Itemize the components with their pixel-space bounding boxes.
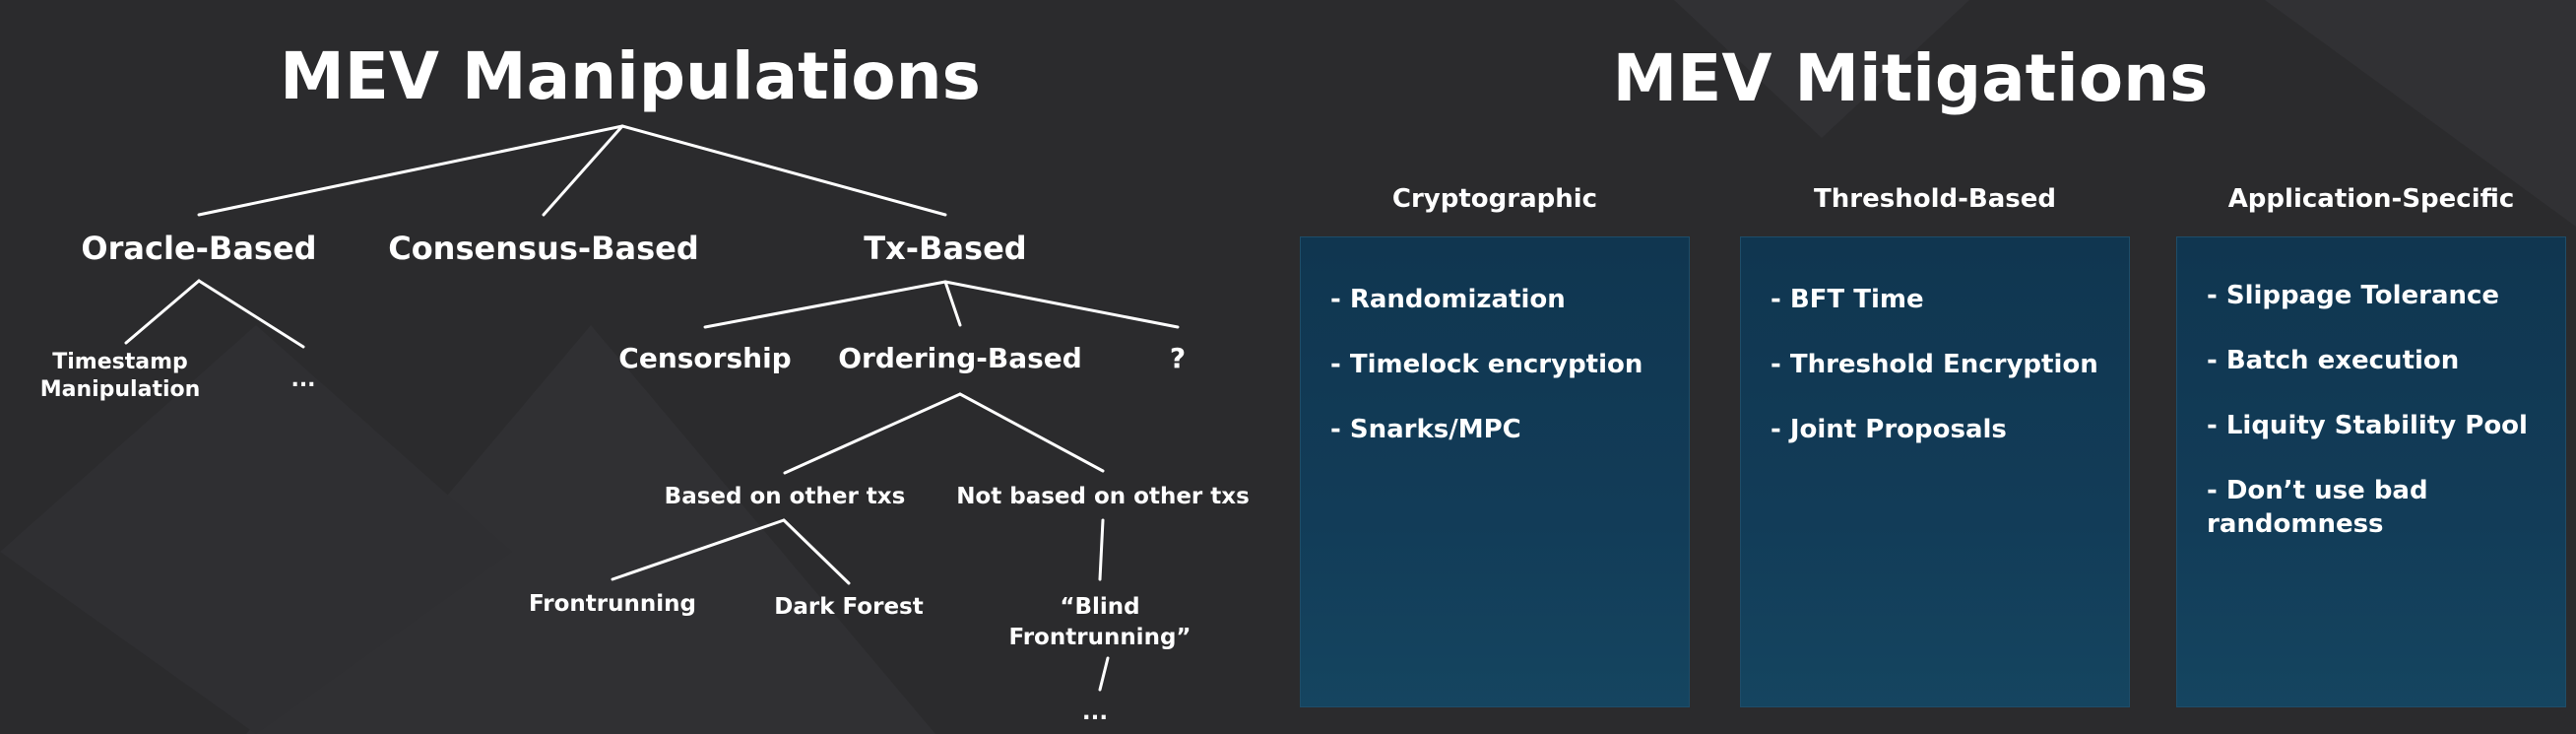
edge-blind-more bbox=[1098, 656, 1110, 692]
manipulations-title: MEV Manipulations bbox=[280, 38, 981, 114]
node-tx-unknown: ? bbox=[1169, 342, 1187, 374]
mitigation-item: - Joint Proposals bbox=[1771, 415, 2007, 444]
node-blind-frontrunning: “Blind Frontrunning” bbox=[1008, 594, 1191, 650]
mitigations-title: MEV Mitigations bbox=[1612, 40, 2209, 116]
node-ordering-based: Ordering-Based bbox=[838, 342, 1082, 374]
edge-tx-unknown bbox=[943, 280, 1180, 329]
edge-root-tx bbox=[620, 124, 947, 217]
edge-oracle-timestamp bbox=[124, 279, 201, 345]
panel-cryptographic: - Randomization - Timelock encryption - … bbox=[1300, 236, 1690, 707]
mitigation-item: - Randomization bbox=[1330, 285, 1566, 314]
node-timestamp-manipulation: Timestamp Manipulation bbox=[39, 350, 201, 402]
edge-ordering-notbased bbox=[958, 392, 1105, 473]
mitigation-item: - Don’t use bad randomness bbox=[2207, 476, 2428, 539]
edge-tx-ordering bbox=[943, 280, 962, 327]
node-oracle-more: ... bbox=[290, 367, 316, 392]
edge-ordering-based bbox=[783, 392, 962, 475]
column-heading-application-specific: Application-Specific bbox=[2227, 184, 2515, 214]
node-dark-forest: Dark Forest bbox=[774, 594, 924, 620]
node-not-based-on-other-txs: Not based on other txs bbox=[956, 484, 1250, 509]
node-based-on-other-txs: Based on other txs bbox=[664, 484, 906, 509]
node-blind-more: ... bbox=[1081, 700, 1109, 725]
panel-threshold-based: - BFT Time - Threshold Encryption - Join… bbox=[1740, 236, 2130, 707]
mitigation-item: - BFT Time bbox=[1771, 285, 1924, 314]
edge-based-frontrunning bbox=[611, 518, 786, 581]
node-oracle-based: Oracle-Based bbox=[81, 230, 317, 267]
node-tx-based: Tx-Based bbox=[864, 230, 1027, 267]
node-censorship: Censorship bbox=[618, 342, 792, 374]
panel-application-specific: - Slippage Tolerance - Batch execution -… bbox=[2176, 236, 2566, 707]
mitigation-item: - Slippage Tolerance bbox=[2207, 281, 2500, 310]
edge-root-oracle bbox=[197, 124, 624, 217]
column-heading-cryptographic: Cryptographic bbox=[1391, 184, 1598, 214]
node-consensus-based: Consensus-Based bbox=[388, 230, 699, 267]
column-heading-threshold-based: Threshold-Based bbox=[1814, 184, 2056, 214]
mitigation-item: - Threshold Encryption bbox=[1771, 350, 2098, 379]
edge-notbased-blind bbox=[1098, 518, 1105, 581]
edge-oracle-more bbox=[197, 279, 305, 349]
mitigation-item: - Timelock encryption bbox=[1330, 350, 1643, 379]
mitigation-item: - Snarks/MPC bbox=[1330, 415, 1521, 444]
edge-tx-censorship bbox=[703, 280, 947, 329]
manipulations-tree-lines bbox=[124, 124, 1180, 692]
edge-based-darkforest bbox=[782, 518, 851, 585]
node-frontrunning: Frontrunning bbox=[529, 591, 696, 617]
mitigation-item: - Batch execution bbox=[2207, 346, 2460, 375]
edge-root-consensus bbox=[542, 124, 624, 217]
mitigation-item: - Liquity Stability Pool bbox=[2207, 411, 2528, 440]
